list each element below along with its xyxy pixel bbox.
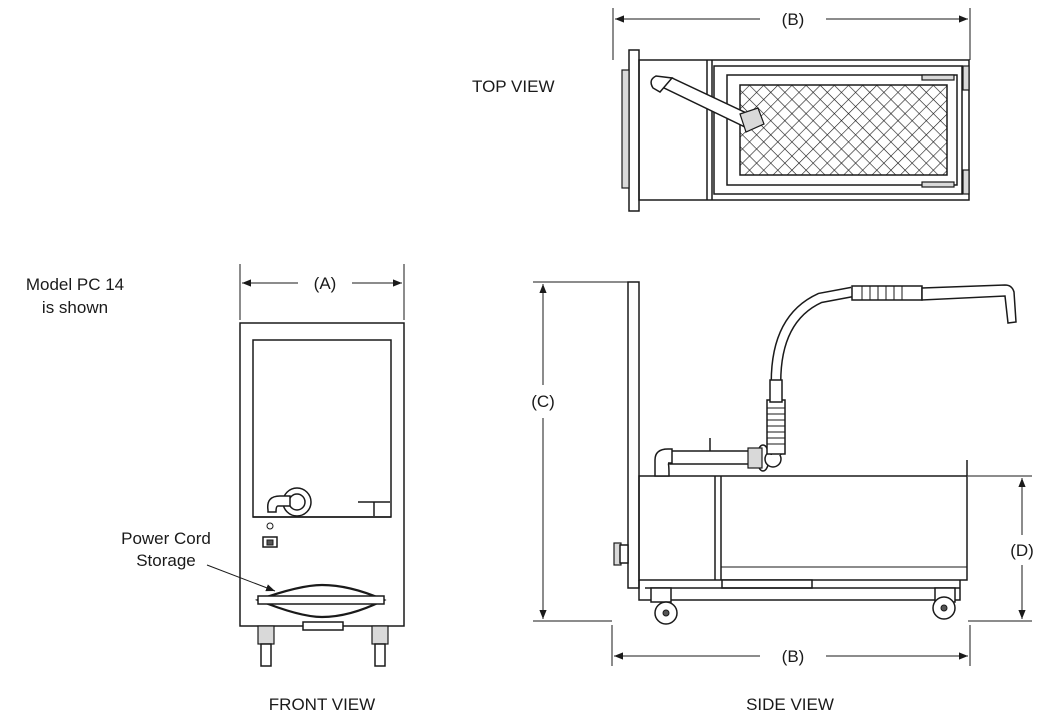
dimension-b-top-label: (B) bbox=[782, 10, 805, 29]
side-view-drawing bbox=[613, 281, 1017, 625]
dimension-b-top: (B) bbox=[612, 8, 971, 60]
front-view: (A) Powe bbox=[121, 264, 405, 714]
front-view-title: FRONT VIEW bbox=[269, 695, 375, 714]
power-cord-label-line2: Storage bbox=[136, 551, 196, 570]
dimension-c-label: (C) bbox=[531, 392, 555, 411]
dimension-d: (D) bbox=[968, 475, 1034, 622]
top-view-drawing bbox=[621, 49, 970, 212]
model-note-line2: is shown bbox=[42, 298, 108, 317]
dimension-a: (A) bbox=[239, 264, 405, 320]
dimension-b-side-label: (B) bbox=[782, 647, 805, 666]
top-view-title: TOP VIEW bbox=[472, 77, 555, 96]
side-view: (C) (D) (B) bbox=[531, 281, 1034, 714]
side-view-title: SIDE VIEW bbox=[746, 695, 834, 714]
top-view: (B) TOP VIEW bbox=[472, 8, 971, 212]
dimension-c: (C) bbox=[531, 281, 628, 622]
dimension-b-side: (B) bbox=[611, 625, 971, 666]
front-view-drawing bbox=[239, 322, 405, 667]
power-cord-leader bbox=[206, 564, 276, 592]
dimension-d-label: (D) bbox=[1010, 541, 1034, 560]
power-cord-label-line1: Power Cord bbox=[121, 529, 211, 548]
model-note-line1: Model PC 14 bbox=[26, 275, 124, 294]
dimension-a-label: (A) bbox=[314, 274, 337, 293]
